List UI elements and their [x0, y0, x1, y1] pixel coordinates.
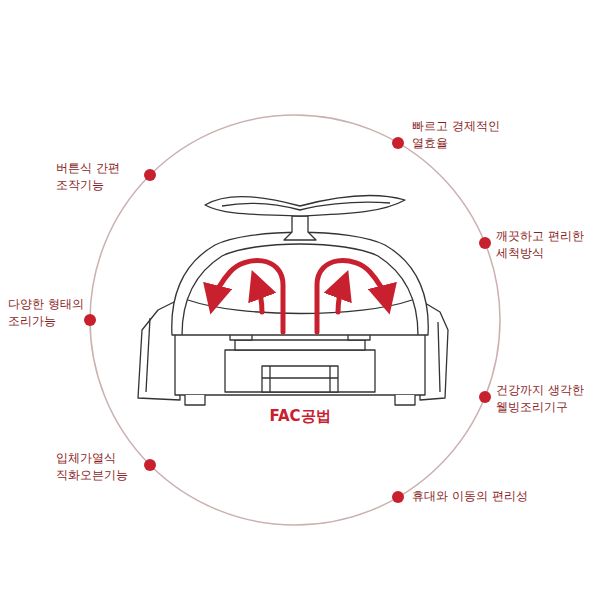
- feature-label: 버튼식 간편 조작기능: [56, 160, 138, 195]
- feature-ring: [90, 115, 500, 525]
- feature-label: 다양한 형태의 조리가능: [8, 296, 100, 331]
- feature-label: 건강까지 생각한 웰빙조리기구: [496, 382, 596, 417]
- airflow-arrows: [214, 261, 386, 332]
- feature-label: 휴대와 이동의 편리성: [412, 488, 528, 505]
- cooker-drawing: [138, 195, 448, 405]
- method-label: FAC공법: [269, 406, 330, 428]
- feature-label: 깨끗하고 편리한 세척방식: [496, 228, 596, 263]
- feature-label: 입체가열식 직화오븐기능: [56, 450, 138, 485]
- feature-label: 빠르고 경제적인 열효율: [412, 118, 522, 153]
- feature-dots: [84, 137, 491, 503]
